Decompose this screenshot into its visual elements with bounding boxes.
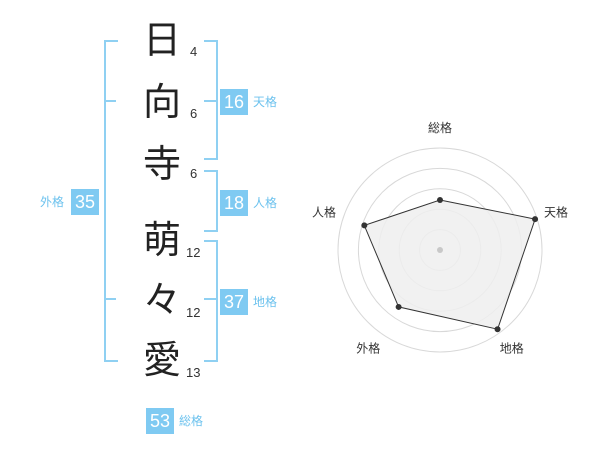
stroke-count-6: 13 (186, 365, 201, 380)
stroke-count-1: 4 (190, 44, 198, 59)
radar-axis-label: 地格 (500, 341, 524, 356)
name-char-4: 萌 (142, 218, 181, 262)
name-char-1: 日 (142, 18, 181, 62)
radar-axis-label: 人格 (312, 204, 336, 219)
tenkaku-bracket (204, 40, 218, 160)
stroke-count-4: 12 (186, 245, 201, 260)
chikaku-value-badge: 37 (220, 289, 248, 315)
bracket-tick (204, 298, 216, 300)
stroke-count-3: 6 (190, 166, 198, 181)
jinkaku-bracket (204, 170, 218, 232)
chikaku-bracket (204, 240, 218, 362)
radar-axis-label: 外格 (356, 341, 380, 356)
radar-ring (337, 147, 543, 353)
soukaku-value-badge: 53 (146, 408, 174, 434)
stroke-count-2: 6 (190, 106, 198, 121)
radar-center-dot (437, 247, 443, 253)
bracket-tick (104, 100, 116, 102)
bracket-tick (104, 298, 116, 300)
radar-point (494, 326, 501, 333)
soukaku-label: 総格 (179, 414, 204, 428)
stroke-count-5: 12 (186, 305, 201, 320)
radar-area (363, 199, 536, 330)
gaikaku-label: 外格 (40, 195, 65, 209)
name-char-6: 愛 (142, 338, 181, 382)
name-char-2: 向 (142, 80, 181, 124)
radar-point (361, 222, 368, 229)
chikaku-label: 地格 (253, 295, 278, 309)
name-char-3: 寺 (142, 142, 181, 186)
radar-axis-label: 総格 (428, 120, 452, 135)
gaikaku-bracket (104, 40, 118, 362)
bracket-tick (204, 100, 216, 102)
radar-point (532, 216, 539, 223)
tenkaku-value-badge: 16 (220, 89, 248, 115)
tenkaku-label: 天格 (253, 95, 278, 109)
radar-point (437, 197, 443, 204)
radar-point (395, 303, 402, 310)
jinkaku-label: 人格 (253, 196, 278, 210)
name-char-5: 々 (142, 278, 181, 322)
jinkaku-value-badge: 18 (220, 190, 248, 216)
radar-axis-label: 天格 (544, 204, 568, 219)
gaikaku-value-badge: 35 (71, 189, 99, 215)
